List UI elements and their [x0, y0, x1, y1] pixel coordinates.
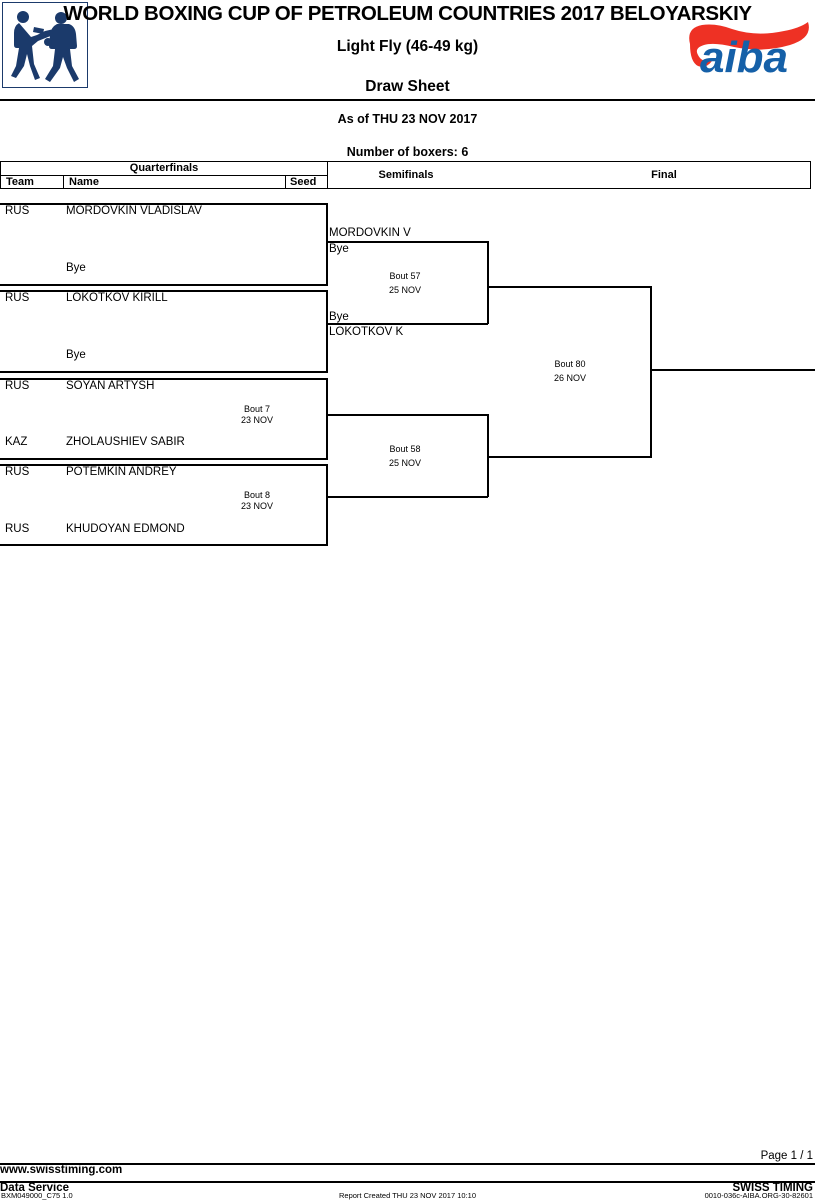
sf2-right-edge	[487, 414, 489, 497]
qf2-right-edge	[326, 290, 328, 373]
quarterfinals-header-cell: Quarterfinals Team Name Seed	[0, 161, 328, 189]
sf1-bottom-advancer: LOKOTKOV K	[329, 326, 404, 338]
qf3-right-edge	[326, 378, 328, 460]
qf1-top-line	[0, 203, 328, 205]
qf2-bottom-name: Bye	[66, 349, 86, 361]
page-number: Page 1 / 1	[760, 1150, 813, 1162]
qf2-bottom-line	[0, 371, 328, 373]
qf4-bottom-line	[0, 544, 328, 546]
sf1-bottom-line	[326, 323, 488, 325]
qf1-right-edge	[326, 203, 328, 286]
footer-divider-bottom	[0, 1181, 815, 1183]
qf3-top-line	[0, 378, 328, 380]
aiba-wordmark: aiba	[700, 33, 788, 82]
qf4-bout-no: Bout 8	[243, 490, 271, 500]
qf3-bottom-line	[0, 458, 328, 460]
final-right-edge	[650, 286, 652, 458]
swisstiming-website[interactable]: www.swisstiming.com	[0, 1164, 123, 1176]
final-bout-no: Bout 80	[554, 359, 586, 369]
qf4-top-team: RUS	[5, 466, 30, 478]
sf2-top-line	[326, 414, 488, 416]
boxing-pictogram-logo	[2, 2, 88, 88]
qf4-bout-date: 23 NOV	[240, 501, 273, 511]
aiba-logo-icon: aiba	[676, 10, 813, 86]
weight-class: Light Fly (46-49 kg)	[336, 38, 479, 55]
final-top-line	[487, 286, 651, 288]
qf3-bout-no: Bout 7	[243, 404, 271, 414]
winner-line	[650, 369, 815, 371]
as-of-date: As of THU 23 NOV 2017	[337, 112, 478, 126]
sf1-top-label: Bye	[329, 243, 349, 255]
final-bout-date: 26 NOV	[553, 373, 586, 383]
sf1-bout-date: 25 NOV	[388, 285, 421, 295]
sf2-bout-date: 25 NOV	[388, 458, 421, 468]
qf3-top-team: RUS	[5, 380, 30, 392]
qf1-bottom-line	[0, 284, 328, 286]
final-bottom-line	[487, 456, 651, 458]
column-header-name: Name	[63, 176, 285, 189]
sf1-right-edge	[487, 241, 489, 324]
semifinals-final-header-cell: Semifinals Final	[328, 161, 811, 189]
column-header-row: Team Name Seed	[1, 175, 327, 189]
sf1-bout-no: Bout 57	[389, 271, 421, 281]
sf1-top-line	[326, 241, 488, 243]
round-header-table: Quarterfinals Team Name Seed Semifinals …	[0, 161, 811, 189]
column-header-seed: Seed	[285, 176, 327, 189]
footer-divider-top	[0, 1163, 815, 1165]
header-divider	[0, 99, 815, 101]
qf4-bottom-team: RUS	[5, 523, 30, 535]
qf2-top-line	[0, 290, 328, 292]
aiba-logo: aiba	[676, 10, 813, 86]
column-header-team: Team	[6, 176, 34, 188]
qf1-top-team: RUS	[5, 205, 30, 217]
qf3-top-name: SOYAN ARTYSH	[66, 380, 155, 392]
sf2-bout-no: Bout 58	[389, 444, 421, 454]
qf1-bottom-name: Bye	[66, 262, 86, 274]
boxer-count: Number of boxers: 6	[346, 145, 469, 159]
final-label: Final	[651, 169, 677, 181]
qf4-right-edge	[326, 464, 328, 546]
page-title: WORLD BOXING CUP OF PETROLEUM COUNTRIES …	[63, 2, 752, 25]
report-created: Report Created THU 23 NOV 2017 10:10	[338, 1191, 477, 1200]
report-code-left: BXM049000_C75 1.0	[1, 1191, 73, 1200]
semifinals-label: Semifinals	[378, 169, 434, 181]
sf1-bottom-label: Bye	[329, 311, 349, 323]
qf1-top-name: MORDOVKIN VLADISLAV	[66, 205, 202, 217]
qf3-bottom-name: ZHOLAUSHIEV SABIR	[66, 436, 185, 448]
boxers-silhouette-icon	[11, 11, 79, 82]
qf2-top-name: LOKOTKOV KIRILL	[66, 292, 168, 304]
sf2-bottom-line	[326, 496, 488, 498]
data-service-label: Data Service	[0, 1182, 70, 1194]
qf4-top-line	[0, 464, 328, 466]
qf3-bottom-team: KAZ	[5, 436, 28, 448]
qf3-bout-date: 23 NOV	[240, 415, 273, 425]
sf1-top-advancer: MORDOVKIN V	[329, 227, 411, 239]
sheet-type: Draw Sheet	[365, 78, 450, 95]
quarterfinals-label: Quarterfinals	[129, 162, 199, 174]
qf4-bottom-name: KHUDOYAN EDMOND	[66, 523, 185, 535]
swiss-timing-brand: SWISS TIMING	[732, 1182, 814, 1194]
qf4-top-name: POTEMKIN ANDREY	[66, 466, 177, 478]
report-code-right: 0010-036c-AIBA.ORG-30-82601	[704, 1191, 813, 1200]
qf2-top-team: RUS	[5, 292, 30, 304]
